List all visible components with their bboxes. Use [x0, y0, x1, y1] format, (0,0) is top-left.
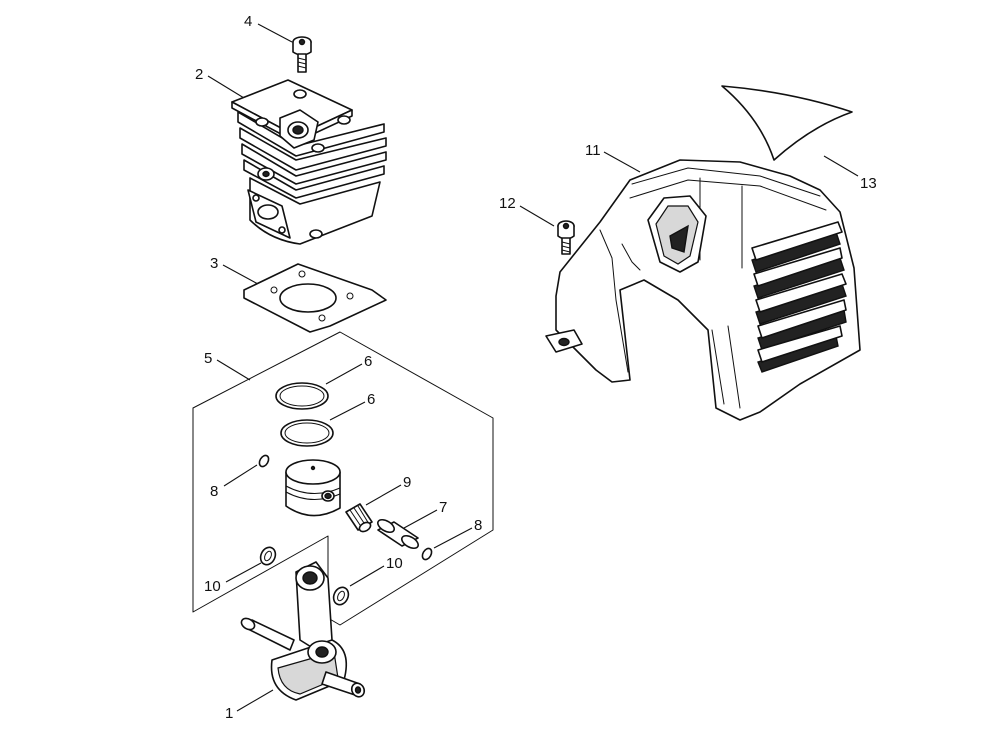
- callout-8-left-leader: [223, 464, 258, 487]
- callout-8-left-number: 8: [210, 483, 218, 500]
- callout-3-number: 3: [210, 255, 218, 272]
- callout-5: 5: [204, 350, 251, 381]
- callout-11-number: 11: [585, 142, 601, 159]
- thrust-washer-right: [332, 586, 350, 606]
- needle-bearing: [345, 503, 373, 533]
- callout-4: 4: [244, 13, 293, 43]
- callout-2-leader: [207, 75, 245, 99]
- cylinder-bolt: [292, 36, 312, 73]
- callout-10-right-number: 10: [386, 555, 403, 572]
- callout-4-number: 4: [244, 13, 252, 30]
- piston-ring-lower: [280, 419, 334, 447]
- callout-1-number: 1: [225, 705, 233, 722]
- cylinder-gasket: [243, 263, 387, 333]
- piston-ring-upper: [275, 382, 329, 410]
- piston-kit-outline: [192, 331, 494, 626]
- callout-5-number: 5: [204, 350, 212, 367]
- callout-1-leader: [236, 689, 274, 712]
- piston-pin: [377, 518, 419, 550]
- cover-screw: [557, 220, 575, 255]
- callout-8-right: 8: [433, 517, 482, 549]
- callout-7-leader: [403, 509, 438, 529]
- callout-2-number: 2: [195, 66, 203, 83]
- callout-12-number: 12: [499, 195, 516, 212]
- callout-6-upper-leader: [325, 363, 363, 385]
- callout-13-number: 13: [860, 175, 877, 192]
- callout-11: 11: [585, 142, 641, 173]
- callout-11-leader: [603, 151, 641, 173]
- callout-4-leader: [257, 23, 293, 43]
- callout-6-lower-leader: [329, 401, 366, 421]
- callout-9-number: 9: [403, 474, 411, 491]
- cylinder-cover: [545, 159, 861, 421]
- callout-3-leader: [222, 264, 259, 285]
- piston-pin-clip-right: [421, 547, 433, 561]
- callout-10-left: 10: [204, 562, 262, 595]
- callout-9-leader: [365, 484, 402, 506]
- callout-10-right-leader: [349, 565, 385, 587]
- thrust-washer-left: [259, 546, 277, 566]
- callout-6-lower: 6: [329, 391, 375, 421]
- callout-10-left-leader: [225, 562, 262, 583]
- callout-7: 7: [403, 499, 447, 529]
- cylinder: [231, 79, 387, 245]
- callout-6-upper-number: 6: [364, 353, 372, 370]
- crankshaft-assembly: [240, 561, 366, 701]
- warning-label: [721, 85, 853, 161]
- callout-8-right-number: 8: [474, 517, 482, 534]
- callout-6-lower-number: 6: [367, 391, 375, 408]
- callout-3: 3: [210, 255, 259, 285]
- callout-5-leader: [216, 359, 251, 381]
- callout-10-left-number: 10: [204, 578, 221, 595]
- callout-12-leader: [519, 205, 555, 227]
- callout-9: 9: [365, 474, 411, 506]
- callout-10-right: 10: [349, 555, 403, 587]
- callout-13-leader: [823, 155, 859, 177]
- callout-13: 13: [823, 155, 877, 192]
- callout-7-number: 7: [439, 499, 447, 516]
- piston: [285, 459, 341, 517]
- callout-2: 2: [195, 66, 245, 99]
- piston-pin-clip-left: [258, 454, 270, 468]
- callout-1: 1: [225, 689, 274, 722]
- callout-12: 12: [499, 195, 555, 227]
- callout-8-left: 8: [210, 464, 258, 500]
- callout-8-right-leader: [433, 527, 473, 549]
- callout-6-upper: 6: [325, 353, 372, 385]
